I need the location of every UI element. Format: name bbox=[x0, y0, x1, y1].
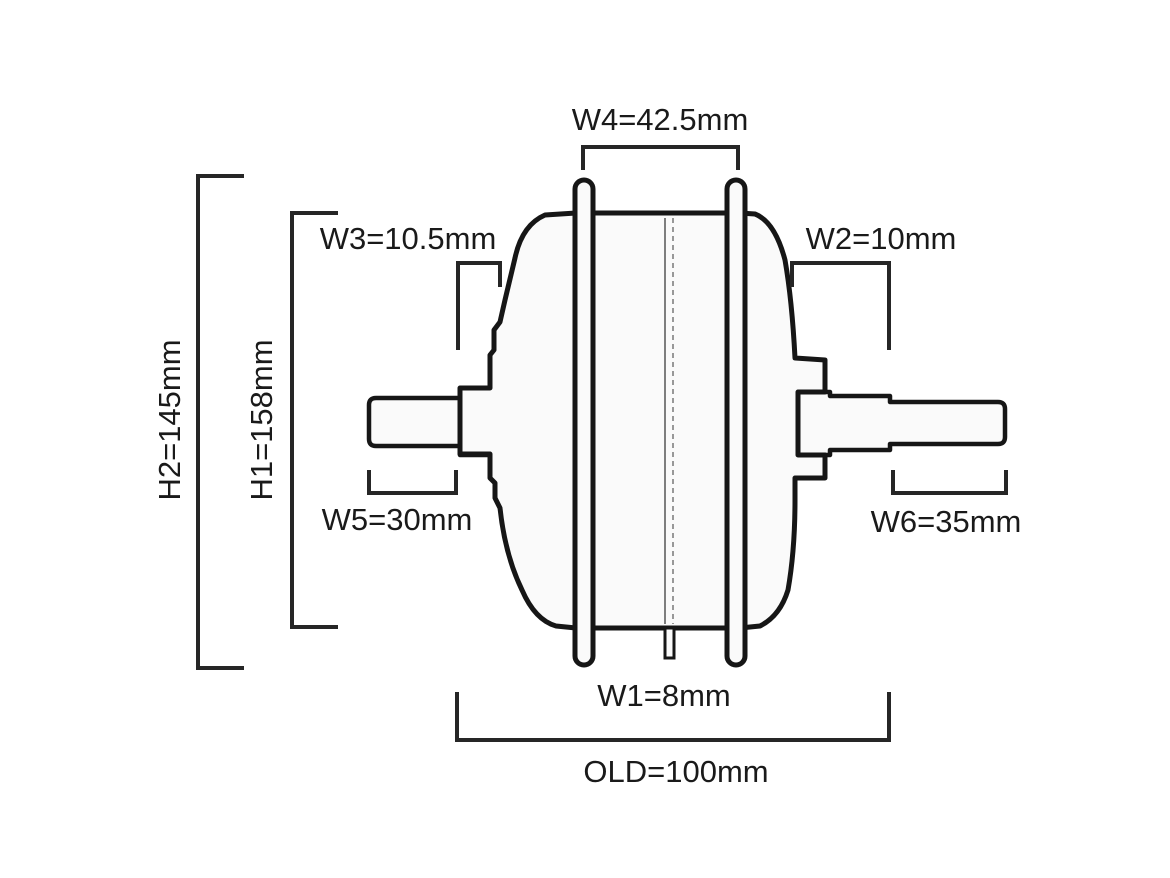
left-flange bbox=[572, 177, 596, 668]
old-label: OLD=100mm bbox=[583, 754, 768, 789]
w3-label: W3=10.5mm bbox=[320, 221, 497, 256]
w2-label: W2=10mm bbox=[806, 221, 957, 256]
w2-bracket bbox=[790, 261, 891, 350]
w3-bracket bbox=[456, 261, 502, 350]
h2-label: H2=145mm bbox=[152, 339, 187, 500]
h1-label: H1=158mm bbox=[244, 339, 279, 500]
w6-bracket bbox=[891, 470, 1008, 495]
right-flange bbox=[724, 177, 748, 668]
center-tab bbox=[663, 626, 676, 660]
w1-label: W1=8mm bbox=[597, 678, 731, 713]
w4-label: W4=42.5mm bbox=[572, 102, 749, 137]
w6-label: W6=35mm bbox=[871, 504, 1022, 539]
w4-bracket bbox=[581, 145, 740, 170]
w5-bracket bbox=[367, 470, 458, 495]
h1-bracket bbox=[290, 211, 338, 629]
h2-bracket bbox=[196, 174, 244, 670]
w5-label: W5=30mm bbox=[322, 502, 473, 537]
hub-body bbox=[457, 210, 828, 631]
right-axle bbox=[787, 389, 1008, 458]
old-bracket bbox=[455, 692, 891, 742]
